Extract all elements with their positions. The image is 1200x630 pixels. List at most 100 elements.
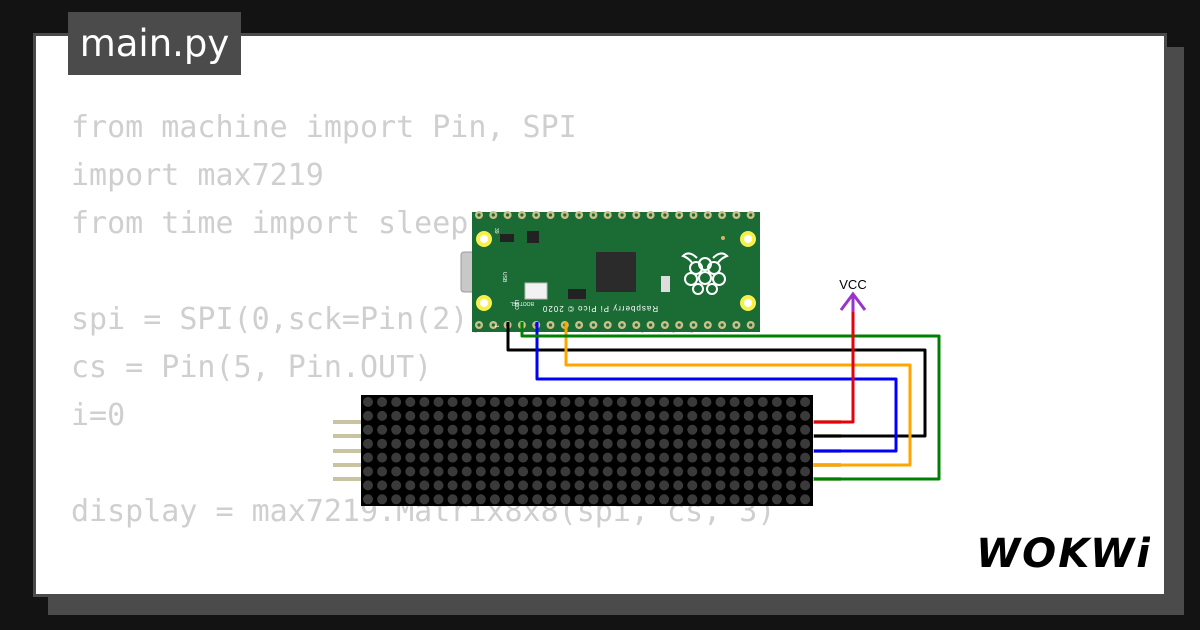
- pin-1-label: 1: [493, 325, 499, 328]
- matrix-pin-in[interactable]: [333, 434, 361, 438]
- led-dot: [363, 397, 373, 407]
- led-dot: [475, 494, 486, 505]
- code-line-11: display.brightness(10): [71, 584, 775, 594]
- code-line-1: from machine import Pin, SPI: [71, 110, 577, 145]
- led-dot: [800, 410, 811, 421]
- wire-din[interactable]: [535, 322, 898, 453]
- led-dot: [687, 466, 698, 477]
- usb-label: USB: [501, 272, 507, 283]
- matrix-pin-in[interactable]: [333, 477, 361, 481]
- led-dot: [391, 494, 402, 505]
- led-dot: [475, 397, 486, 407]
- pico-pin-hole: [606, 323, 610, 327]
- led-dot: [419, 438, 430, 449]
- led-dot: [518, 397, 529, 407]
- led-dot: [419, 494, 430, 505]
- led-dot: [405, 494, 416, 505]
- led-dot: [757, 397, 768, 407]
- led-dot: [447, 494, 458, 505]
- led-dot: [405, 397, 416, 407]
- led-dot: [673, 424, 684, 435]
- pico-pin-hole: [663, 213, 667, 217]
- led-dot: [419, 452, 430, 463]
- led-dot: [391, 452, 402, 463]
- led-dot: [461, 424, 472, 435]
- led-dot: [489, 397, 500, 407]
- matrix-pin-in[interactable]: [333, 449, 361, 453]
- matrix-pin-in[interactable]: [333, 463, 361, 467]
- led-dot: [574, 424, 585, 435]
- bootsel-button[interactable]: [524, 282, 548, 300]
- led-dot: [786, 480, 796, 491]
- led-dot: [419, 410, 430, 421]
- wire-vcc[interactable]: [814, 298, 855, 424]
- led-dot: [560, 494, 571, 505]
- led-dot: [701, 424, 712, 435]
- code-line-3: from time import sleep: [71, 206, 469, 241]
- led-dot: [602, 466, 613, 477]
- led-dot: [771, 424, 782, 435]
- led-dot: [673, 438, 684, 449]
- led-dot: [701, 397, 712, 407]
- led-dot: [405, 466, 416, 477]
- led-dot: [771, 452, 782, 463]
- led-dot: [475, 480, 486, 491]
- led-dot: [447, 424, 458, 435]
- led-dot: [461, 480, 472, 491]
- pico-pin-hole: [606, 213, 610, 217]
- wire-clk[interactable]: [520, 322, 941, 481]
- led-dot: [715, 480, 726, 491]
- led-dot: [391, 410, 402, 421]
- led-dot: [743, 397, 754, 407]
- vcc-symbol[interactable]: VCC: [839, 277, 867, 312]
- pico-pin-hole: [591, 323, 596, 327]
- led-dot: [729, 410, 740, 421]
- led-dot: [757, 466, 768, 477]
- led-dot: [715, 397, 726, 407]
- led-dot: [504, 438, 514, 449]
- led-dot: [673, 410, 684, 421]
- led-dot: [518, 466, 529, 477]
- led-dot: [475, 452, 486, 463]
- code-line-6: cs = Pin(5, Pin.OUT): [71, 350, 433, 385]
- wokwi-logo: WOKWi: [978, 531, 1150, 577]
- led-dot: [433, 438, 444, 449]
- led-dot: [630, 466, 641, 477]
- led-dot: [645, 480, 655, 491]
- led-dot: [715, 494, 726, 505]
- pico-board[interactable]: Raspberry Pi Pico © 2020 BOOTSEL USB LED…: [460, 211, 760, 332]
- led-dot: [377, 397, 388, 407]
- pico-pin-hole: [706, 323, 710, 327]
- led-dot: [447, 438, 458, 449]
- led-dot: [560, 480, 571, 491]
- led-dot: [377, 452, 388, 463]
- led-dot: [630, 494, 641, 505]
- code-line-2: import max7219: [71, 158, 324, 193]
- pico-pin-hole: [620, 213, 624, 217]
- led-dot: [645, 452, 655, 463]
- led-matrix-body: [361, 395, 813, 506]
- led-dot: [659, 466, 670, 477]
- matrix-pin-in[interactable]: [333, 420, 361, 424]
- led-dot: [363, 452, 373, 463]
- led-dot: [771, 494, 782, 505]
- wire-gnd[interactable]: [506, 322, 927, 438]
- led-dot: [588, 466, 599, 477]
- wire-cs[interactable]: [564, 322, 912, 467]
- file-tab[interactable]: main.py: [68, 12, 241, 75]
- led-dot: [377, 410, 388, 421]
- led-dot: [588, 424, 599, 435]
- led-dot: [800, 452, 811, 463]
- led-dot: [800, 466, 811, 477]
- led-dot: [447, 410, 458, 421]
- led-dot: [701, 466, 712, 477]
- led-dot: [433, 466, 444, 477]
- led-dot: [645, 466, 655, 477]
- led-dot: [687, 494, 698, 505]
- led-dot: [419, 466, 430, 477]
- pico-pin-hole: [634, 323, 638, 327]
- led-dot: [574, 438, 585, 449]
- led-matrix[interactable]: [361, 395, 813, 506]
- led-dot: [786, 494, 796, 505]
